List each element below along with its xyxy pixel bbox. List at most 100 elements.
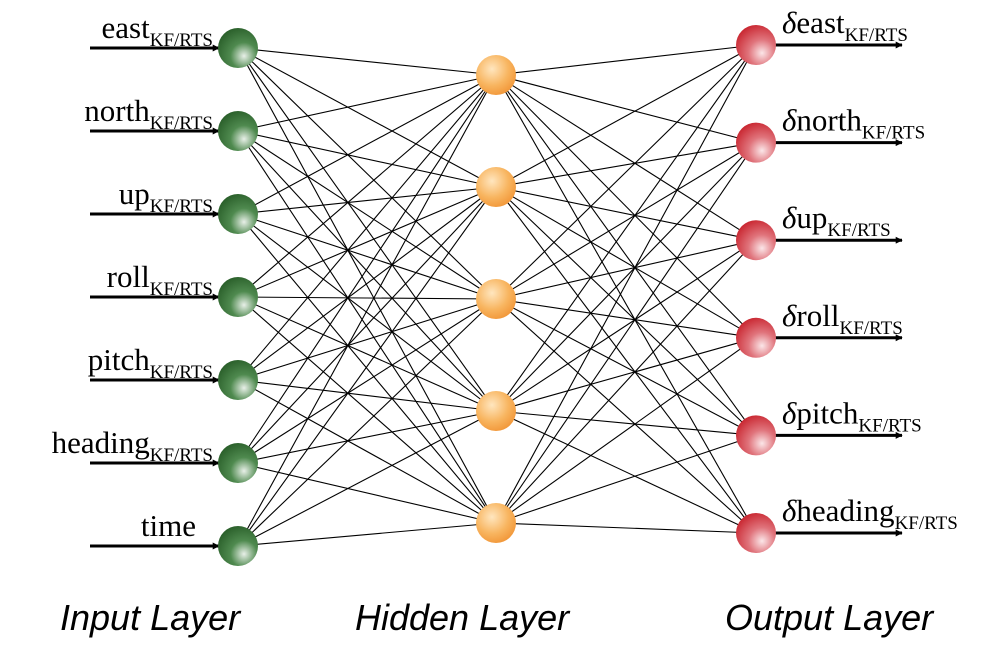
input-node (218, 360, 258, 400)
output-label-north: δnorthKF/RTS (782, 103, 925, 144)
output-label-subscript: KF/RTS (862, 123, 925, 144)
input-label-subscript: KF/RTS (150, 362, 213, 383)
edge-input-hidden (237, 296, 497, 524)
edge-input-hidden (237, 186, 497, 381)
edge-input-hidden (237, 47, 497, 300)
input-node (218, 28, 258, 68)
output-label-name: east (796, 5, 845, 40)
input-label-name: heading (52, 425, 150, 460)
output-label-name: north (796, 103, 862, 138)
edge-hidden-output (495, 239, 757, 524)
hidden-node (476, 391, 516, 431)
edge-hidden-output (495, 186, 757, 534)
input-label-subscript: KF/RTS (150, 445, 213, 466)
output-node (736, 415, 776, 456)
input-label-subscript: KF/RTS (150, 196, 213, 217)
edge-input-hidden (237, 298, 497, 381)
input-label-subscript: KF/RTS (150, 30, 213, 51)
edge-input-hidden (237, 74, 497, 381)
edge-input-hidden (237, 379, 497, 412)
edge-input-hidden (237, 462, 497, 524)
edge-input-hidden (237, 298, 497, 464)
output-label-subscript: KF/RTS (845, 25, 908, 46)
edge-input-hidden (237, 47, 497, 524)
edge-input-hidden (237, 410, 497, 464)
output-label-prefix: δ (782, 200, 797, 235)
output-label-prefix: δ (782, 5, 797, 40)
output-label-subscript: KF/RTS (839, 318, 902, 339)
edge-hidden-output (495, 74, 757, 534)
input-label-subscript: KF/RTS (150, 113, 213, 134)
edge-hidden-output (495, 186, 757, 436)
edge-hidden-output (495, 410, 757, 534)
output-label-roll: δrollKF/RTS (782, 298, 903, 339)
edge-hidden-output (495, 298, 757, 436)
edge-hidden-output (495, 74, 757, 144)
edge-input-hidden (237, 47, 497, 188)
input-label-name: time (141, 508, 196, 543)
edge-input-hidden (237, 410, 497, 547)
output-label-name: heading (796, 493, 894, 528)
input-label-name: up (119, 176, 150, 211)
output-node (736, 122, 776, 163)
nodes (218, 25, 776, 566)
edge-input-hidden (237, 186, 497, 464)
input-layer-title: Input Layer (60, 597, 242, 638)
input-label-heading: headingKF/RTS (52, 425, 213, 466)
edge-input-hidden (237, 186, 497, 215)
output-label-subscript: KF/RTS (858, 415, 921, 436)
edge-input-hidden (237, 296, 497, 300)
output-node (736, 513, 776, 553)
edge-input-hidden (237, 186, 497, 547)
edge-hidden-output (495, 186, 757, 339)
edge-hidden-output (495, 186, 757, 241)
input-label-up: upKF/RTS (119, 176, 213, 217)
edge-input-hidden (237, 130, 497, 188)
edge-input-hidden (237, 130, 497, 524)
input-label-subscript: KF/RTS (150, 279, 213, 300)
input-label-time: time (141, 508, 196, 543)
edge-hidden-output (495, 142, 757, 412)
input-label-name: pitch (88, 342, 150, 377)
output-layer-title: Output Layer (725, 597, 935, 638)
edge-hidden-output (495, 337, 757, 412)
hidden-layer-title: Hidden Layer (355, 597, 571, 638)
edge-hidden-output (495, 74, 757, 339)
edge-input-hidden (237, 74, 497, 547)
edge-input-hidden (237, 379, 497, 524)
edge-hidden-output (495, 337, 757, 524)
edge-hidden-output (495, 74, 757, 436)
edge-hidden-output (495, 434, 757, 524)
output-label-name: roll (796, 298, 839, 333)
hidden-node (476, 279, 516, 319)
edge-input-hidden (237, 213, 497, 412)
edge-input-hidden (237, 74, 497, 215)
edge-input-hidden (237, 298, 497, 547)
connections (237, 44, 757, 547)
input-label-name: roll (107, 259, 150, 294)
input-node (218, 526, 258, 566)
edge-hidden-output (495, 239, 757, 300)
input-label-north: northKF/RTS (84, 93, 213, 134)
output-node (736, 25, 776, 65)
edge-hidden-output (495, 410, 757, 436)
output-label-subscript: KF/RTS (895, 513, 958, 534)
input-node (218, 277, 258, 317)
output-label-prefix: δ (782, 298, 797, 333)
edge-input-hidden (237, 522, 497, 547)
edge-input-hidden (237, 130, 497, 300)
edge-input-hidden (237, 74, 497, 464)
hidden-node (476, 55, 516, 95)
edge-hidden-output (495, 142, 757, 300)
input-node (218, 194, 258, 234)
edge-input-hidden (237, 74, 497, 298)
output-label-name: up (796, 200, 827, 235)
input-node (218, 443, 258, 483)
edge-hidden-output (495, 44, 757, 76)
edge-hidden-output (495, 44, 757, 188)
output-label-prefix: δ (782, 493, 797, 528)
edge-hidden-output (495, 522, 757, 534)
edge-hidden-output (495, 239, 757, 412)
